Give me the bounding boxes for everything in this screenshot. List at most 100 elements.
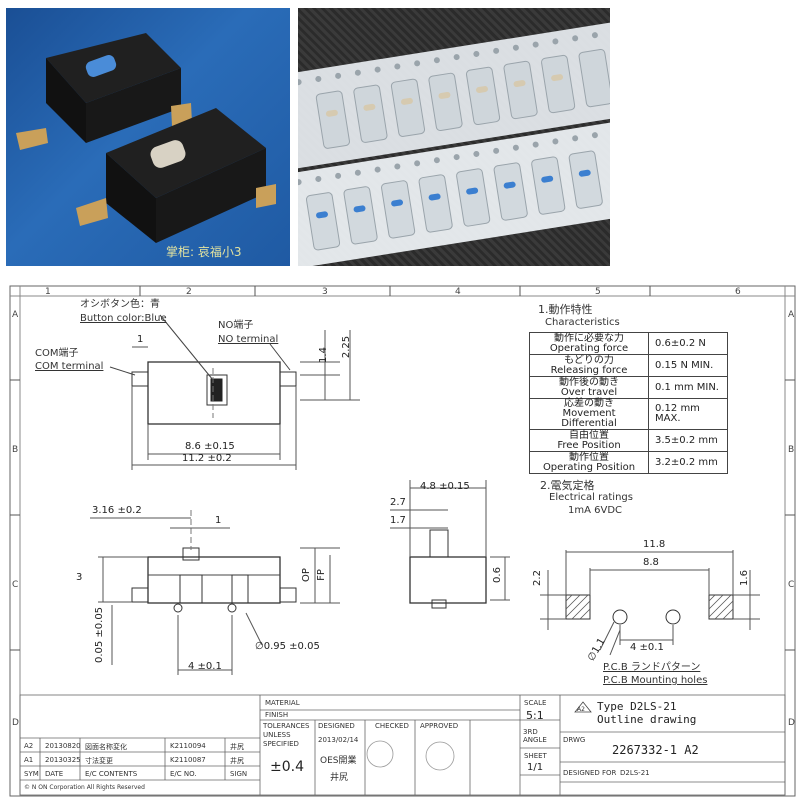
rev-header-date: DATE [45, 770, 64, 778]
tape-reel-illustration [298, 21, 610, 266]
dim-op: OP [300, 568, 312, 582]
char-en: Operating Position [542, 461, 636, 473]
drwg-label: DRWG [563, 736, 586, 744]
outline-line: Outline drawing [597, 713, 697, 726]
dim-2-25: 2.25 [341, 335, 353, 359]
dim-1-top: 1 [137, 334, 144, 345]
char-jp: 自由位置 [569, 429, 609, 441]
rev-contents: 寸法変更 [85, 757, 113, 765]
dim-0-6: 0.6 [491, 567, 503, 583]
electrical-value: 1mA 6VDC [568, 505, 623, 516]
row-label-d-right: D [788, 718, 795, 728]
watermark-text: 掌柜: 哀福小3 [166, 245, 242, 259]
row-label-b-right: B [788, 445, 795, 455]
electrical-title-en: Electrical ratings [549, 492, 633, 503]
col-label-2: 2 [186, 287, 192, 297]
rev-date: 20130325 [45, 756, 81, 764]
rev-sign: 井尻 [230, 743, 244, 751]
rev-mark: A2 [577, 706, 585, 713]
col-label-1: 1 [45, 287, 51, 297]
char-en: Operating force [549, 342, 629, 354]
char-value: 0.6±0.2 N [648, 332, 728, 355]
row-label-c-right: C [788, 580, 795, 590]
dim-11-2: 11.2 ±0.2 [182, 453, 232, 464]
dim-2-2: 2.2 [531, 570, 543, 586]
char-en: Releasing force [550, 364, 628, 376]
dim-1-7: 1.7 [390, 515, 406, 526]
dim-0-95: ∅0.95 ±0.05 [255, 641, 320, 652]
switches-illustration [16, 33, 276, 243]
row-label-a-right: A [788, 310, 795, 320]
char-value: 0.15 N MIN. [648, 354, 728, 377]
designed-for-label: DESIGNED FOR [563, 769, 617, 777]
copyright: © N ON Corporation All Rights Reserved [24, 784, 145, 791]
designed-date: 2013/02/14 [318, 736, 359, 744]
rev-header-ecno: E/C NO. [170, 770, 197, 778]
checked-label: CHECKED [375, 722, 409, 730]
char-value: 3.5±0.2 mm [648, 429, 728, 452]
col-label-6: 6 [735, 287, 741, 297]
rev-ecno: K2110087 [170, 756, 206, 764]
finish-label: FINISH [265, 711, 289, 719]
char-en: Movement Differential [561, 408, 617, 429]
front-view [90, 510, 340, 675]
char-value: 3.2±0.2 mm [648, 451, 728, 474]
electrical-title-jp: 2.電気定格 [540, 479, 595, 492]
col-label-4: 4 [455, 287, 461, 297]
dim-1-6: 1.6 [738, 570, 750, 586]
dim-1-4: 1.4 [317, 347, 329, 363]
rev-contents: 図面名称変化 [85, 743, 127, 751]
dim-1-front: 1 [215, 515, 222, 526]
designed-label: DESIGNED [318, 722, 355, 730]
pcb-pattern-jp: P.C.B ランドパターン [603, 662, 701, 673]
com-terminal-en: COM terminal [35, 361, 104, 372]
char-jp: もどりの力 [564, 354, 614, 366]
pcb-pattern-en: P.C.B Mounting holes [603, 675, 708, 686]
tolerances-label: TOLERANCES UNLESS SPECIFIED [263, 722, 310, 748]
tolerance-value: ±0.4 [270, 759, 304, 775]
dim-8-6: 8.6 ±0.15 [185, 441, 235, 452]
dim-11-8: 11.8 [643, 539, 666, 550]
designed-sign: 井尻 [330, 773, 349, 783]
dim-4-pcb: 4 ±0.1 [630, 642, 664, 653]
char-en: Over travel [560, 386, 618, 398]
rev-ecno: K2110094 [170, 742, 206, 750]
dim-8-8: 8.8 [643, 557, 659, 568]
rev-header-contents: E/C CONTENTS [85, 770, 138, 778]
row-label-b: B [12, 445, 19, 455]
drawing-number: 2267332-1 A2 [612, 743, 699, 757]
drawing-linework [9, 285, 796, 797]
product-photo-tape-reel [298, 8, 610, 266]
material-label: MATERIAL [265, 699, 300, 707]
dim-4-8: 4.8 ±0.15 [420, 481, 470, 492]
dim-0-05: 0.05 ±0.05 [94, 606, 106, 664]
rev-header-sym: SYM [24, 770, 39, 778]
rev-sym: A1 [24, 756, 34, 764]
row-label-c: C [12, 580, 19, 590]
designed-name: OES開業 [320, 756, 357, 766]
row-label-d: D [12, 718, 19, 728]
char-value: 0.1 mm MIN. [648, 376, 728, 399]
scale-value: 5:1 [526, 709, 544, 722]
approved-label: APPROVED [420, 722, 459, 730]
outline-drawing: 1 2 3 4 5 6 A B C D A B C D オシボタン色：青 But… [0, 270, 800, 800]
char-value: 0.12 mm MAX. [648, 398, 728, 430]
button-color-en: Button color:Blue [80, 313, 167, 324]
sheet-value: 1/1 [527, 762, 544, 773]
no-terminal-en: NO terminal [218, 334, 279, 345]
type-line: Type D2LS-21 [597, 700, 677, 713]
char-jp: 動作に必要な力 [554, 332, 624, 344]
